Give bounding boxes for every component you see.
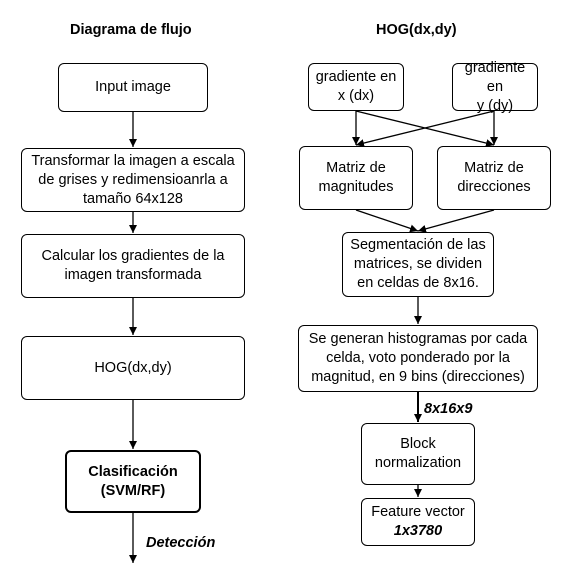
output-label-detection: Detección: [146, 535, 216, 551]
right-diagram-title: HOG(dx,dy): [376, 22, 457, 38]
edge-directions-to-segmentation: [417, 209, 495, 233]
node-histograms: Se generan histogramas por cada celda, v…: [298, 325, 538, 392]
node-classification: Clasificación (SVM/RF): [65, 450, 201, 513]
node-input-image: Input image: [58, 63, 208, 112]
node-gradients-label: Calcular los gradientes de la imagen tra…: [41, 248, 225, 283]
node-classification-label: Clasificación (SVM/RF): [88, 463, 178, 499]
node-block-normalization: Block normalization: [361, 423, 475, 485]
node-magnitudes: Matriz de magnitudes: [299, 146, 413, 210]
node-histograms-label: Se generan histogramas por cada celda, v…: [308, 331, 528, 385]
node-hog-label: HOG(dx,dy): [94, 359, 172, 376]
node-transform-label: Transformar la imagen a escala de grises…: [31, 152, 235, 207]
node-segmentation: Segmentación de las matrices, se dividen…: [342, 232, 494, 297]
node-magnitudes-label: Matriz de magnitudes: [318, 160, 394, 195]
node-input-image-label: Input image: [95, 79, 171, 95]
node-block-normalization-label: Block normalization: [374, 436, 462, 471]
node-gradient-x-label: gradiente en x (dx): [315, 69, 397, 104]
node-gradient-x: gradiente en x (dx): [308, 63, 404, 111]
node-gradients: Calcular los gradientes de la imagen tra…: [21, 234, 245, 298]
node-feature-vector: Feature vector 1x3780: [361, 498, 475, 546]
node-gradient-y: gradiente en y (dy): [452, 60, 538, 114]
left-diagram-title: Diagrama de flujo: [70, 22, 192, 38]
node-feature-vector-size: 1x3780: [393, 523, 443, 539]
node-hog: HOG(dx,dy): [21, 336, 245, 400]
node-directions: Matriz de direcciones: [437, 146, 551, 210]
edge-grady-to-magnitudes: [355, 110, 495, 147]
node-gradient-y-label: gradiente en y (dy): [464, 59, 526, 114]
edge-label-8x16x9: 8x16x9: [424, 401, 473, 417]
node-transform: Transformar la imagen a escala de grises…: [21, 148, 245, 212]
node-directions-label: Matriz de direcciones: [457, 160, 531, 195]
node-feature-vector-label: Feature vector: [371, 504, 465, 520]
node-segmentation-label: Segmentación de las matrices, se dividen…: [350, 237, 486, 291]
edge-magnitudes-to-segmentation: [355, 209, 419, 233]
